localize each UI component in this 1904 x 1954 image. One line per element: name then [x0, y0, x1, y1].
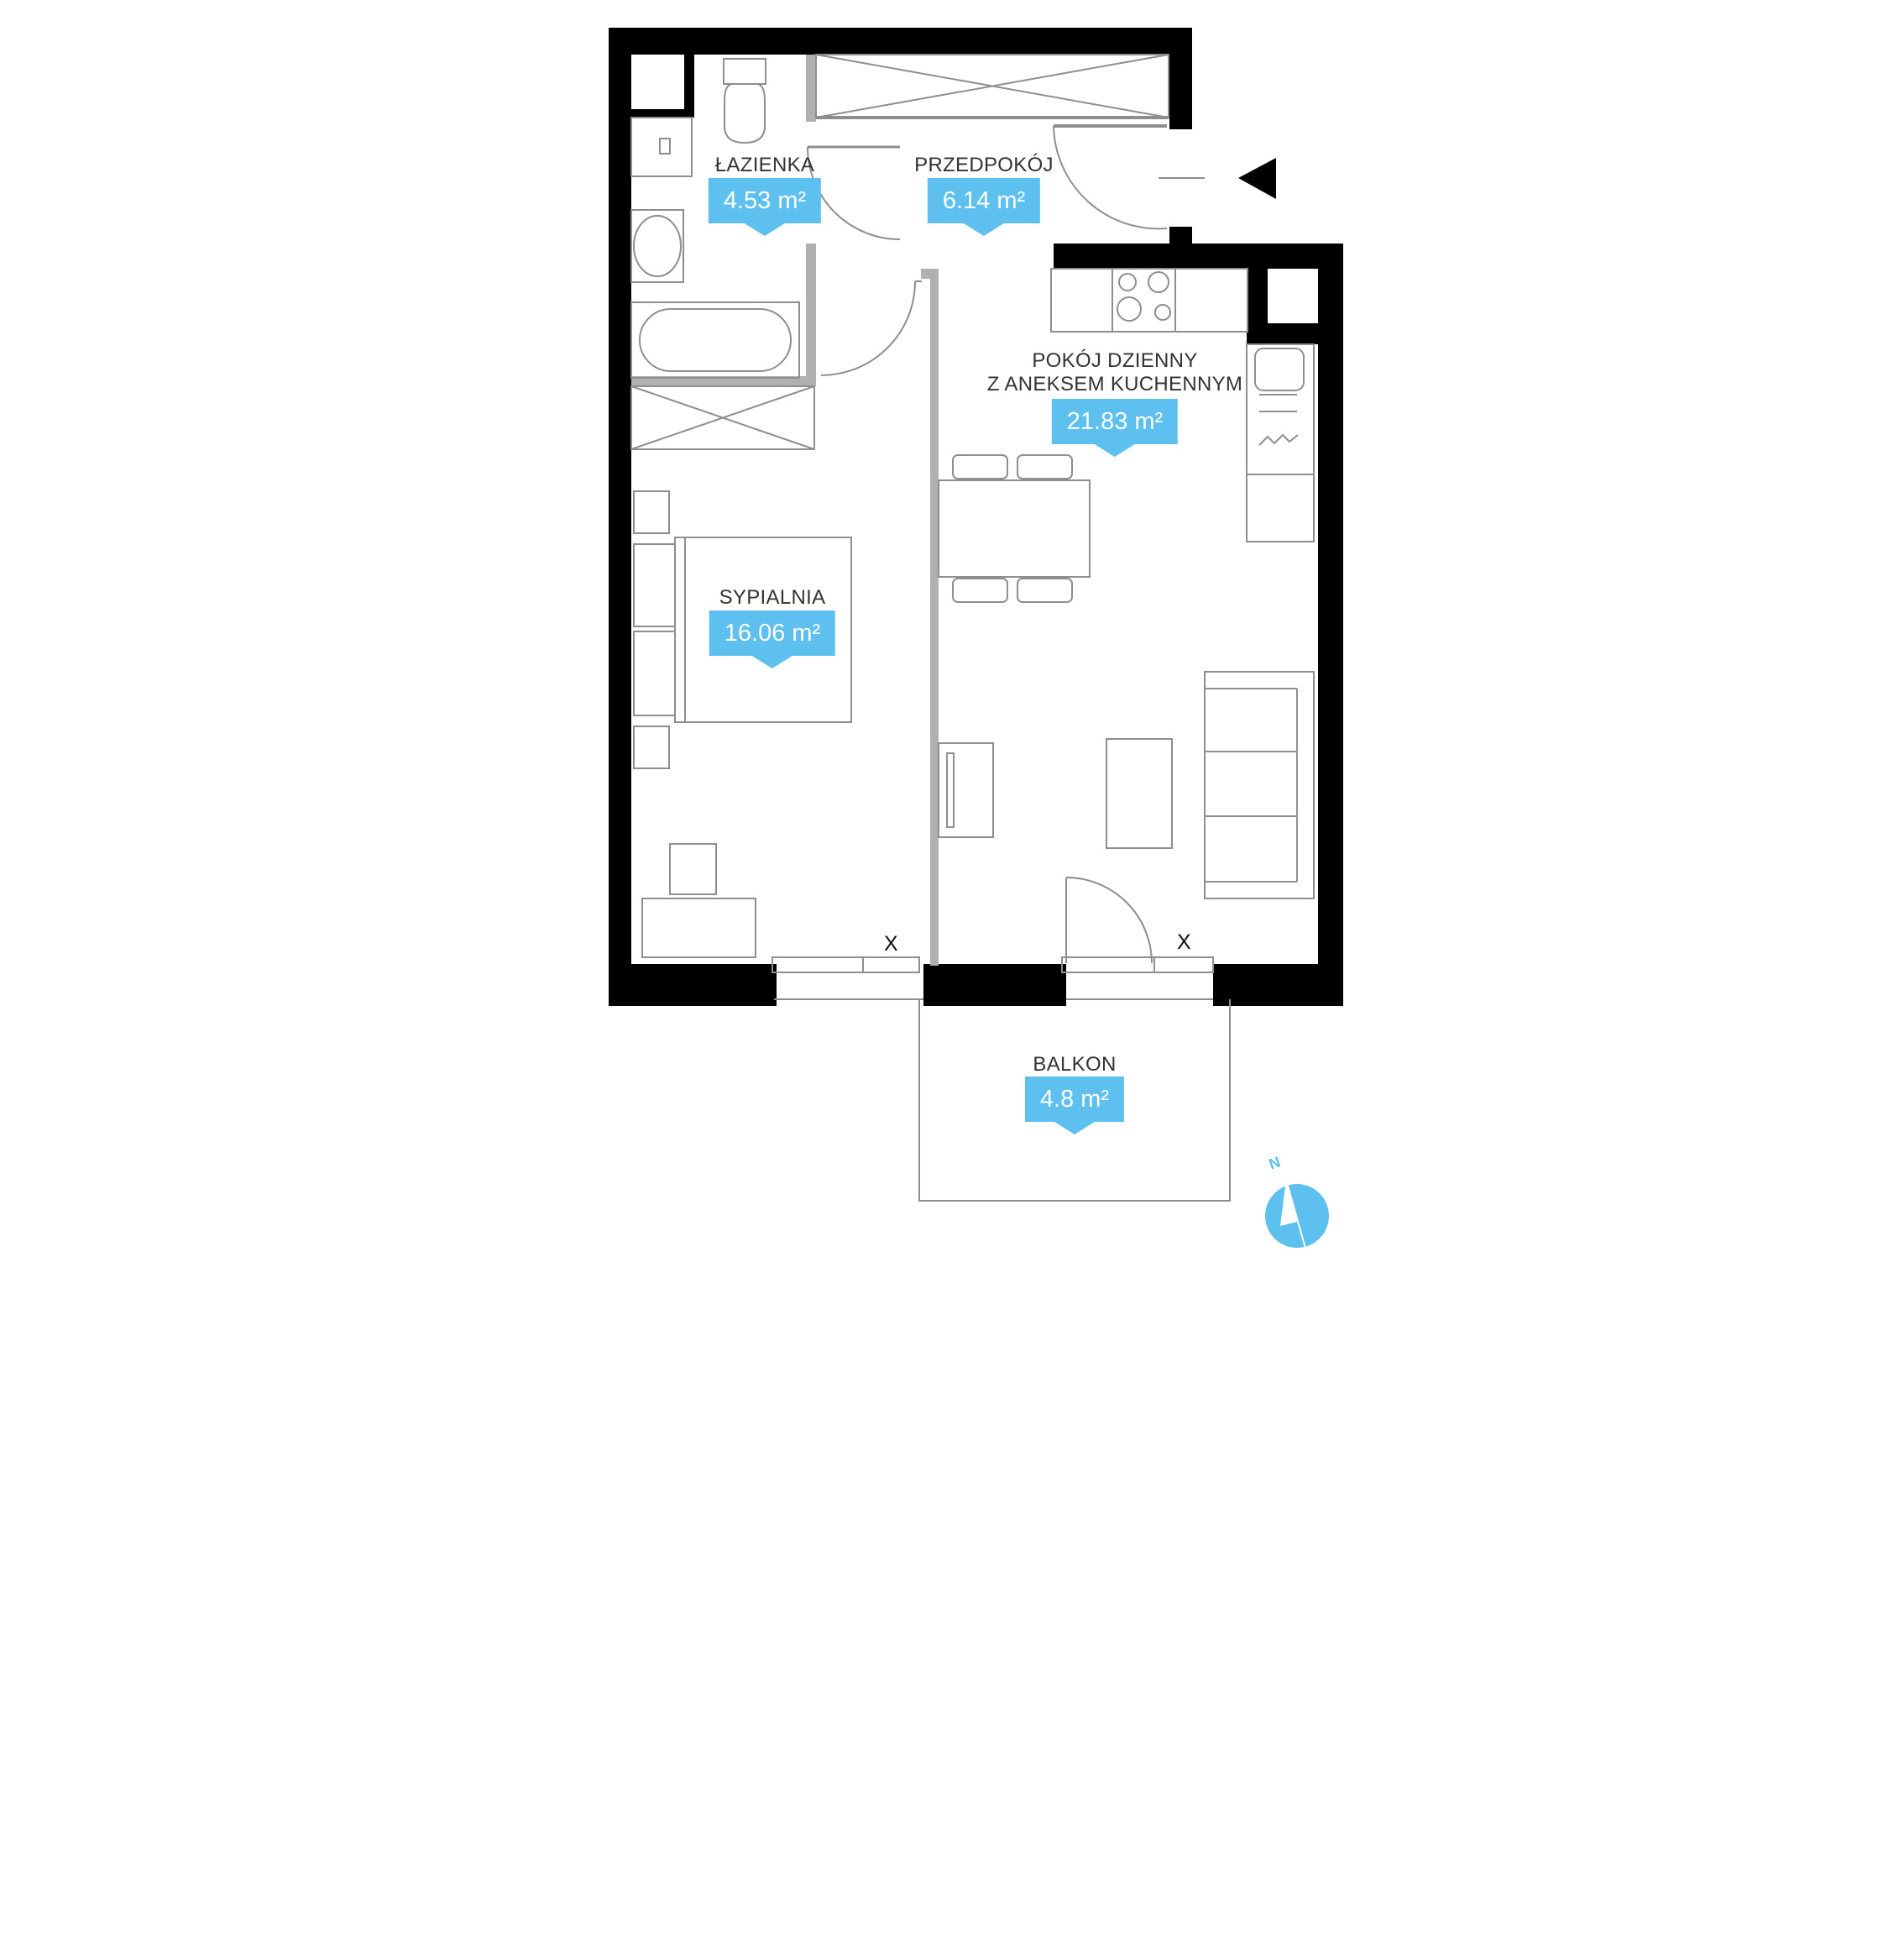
kitchen-cabinets: [1246, 343, 1315, 542]
area-badge-sypialnia: 16.06 m²: [709, 610, 836, 668]
area-badge-pokoj: 21.83 m²: [1051, 399, 1179, 457]
tv-unit: [938, 742, 994, 838]
window-marker-living: X: [1177, 930, 1191, 954]
chair: [1017, 454, 1073, 479]
desk: [641, 898, 756, 958]
cooktop: [1112, 268, 1176, 333]
bath-storage: [630, 385, 815, 450]
window-living: [1061, 956, 1214, 973]
coffee-table: [1106, 738, 1173, 849]
door-jamb-bottom: [1169, 227, 1192, 245]
balcony-outline: [918, 999, 1231, 1202]
wall-bottom-left: [609, 964, 777, 1006]
area-badge-balkon: 4.8 m²: [1024, 1077, 1125, 1134]
bedroom-door-swing: [820, 280, 916, 376]
partition-bedroom: [930, 269, 939, 966]
sofa: [1204, 671, 1315, 899]
room-name-sypialnia: SYPIALNIA: [719, 586, 826, 609]
area-badge-lazienka: 4.53 m²: [708, 178, 822, 236]
chair: [1017, 578, 1073, 603]
fixtures: [630, 54, 1315, 1202]
room-name-lazienka: ŁAZIENKA: [714, 154, 815, 176]
kitchen-sink: [1254, 348, 1305, 391]
toilet-tank: [723, 58, 766, 85]
partition-bath-top: [806, 55, 816, 122]
door-jamb-top: [1169, 118, 1192, 129]
room-name-pokoj-line2: Z ANEKSEM KUCHENNYM: [986, 373, 1243, 396]
toilet-bowl: [724, 83, 766, 144]
area-badge-przedpokoj: 6.14 m²: [927, 178, 1041, 236]
room-name-balkon: BALKON: [1033, 1053, 1117, 1076]
room-name-pokoj-line1: POKÓJ DZIENNY: [1032, 349, 1198, 372]
wall-top: [609, 28, 1192, 55]
bath-cabinet: [630, 117, 693, 177]
bath-door-swing: [807, 146, 901, 240]
balcony-door-swing: [1065, 877, 1153, 964]
partition-bath-low: [806, 244, 816, 378]
compass-icon: [1265, 1179, 1329, 1252]
window-bedroom: [772, 956, 920, 973]
walls: [609, 28, 1343, 1006]
pillow-bottom: [633, 631, 676, 716]
bathtub: [630, 301, 800, 379]
partition-bedroom-cap: [921, 269, 939, 279]
wall-bottom-mid: [923, 964, 1066, 1006]
bath-sink: [630, 209, 684, 283]
chair: [952, 454, 1008, 479]
entrance-arrow-icon: [1238, 158, 1276, 199]
shaft-left: [621, 46, 694, 118]
wall-bottom-right: [1213, 964, 1343, 1006]
window-marker-bedroom: X: [884, 932, 898, 956]
pillow-top: [633, 543, 676, 627]
desk-chair: [669, 843, 717, 895]
shaft-right: [1247, 269, 1318, 344]
entrance-door-swing: [1053, 125, 1168, 230]
dishwasher: [1258, 433, 1299, 446]
room-name-przedpokoj: PRZEDPOKÓJ: [914, 154, 1054, 176]
nightstand-bottom: [633, 726, 670, 769]
wall-kitchen-top: [1054, 244, 1343, 269]
bed: [674, 537, 852, 723]
wall-right: [1318, 244, 1343, 1003]
dining-table: [938, 479, 1091, 578]
chair: [952, 578, 1008, 603]
wall-left: [609, 28, 631, 1006]
wall-entry-upper: [1169, 28, 1192, 120]
nightstand-top: [633, 490, 670, 534]
